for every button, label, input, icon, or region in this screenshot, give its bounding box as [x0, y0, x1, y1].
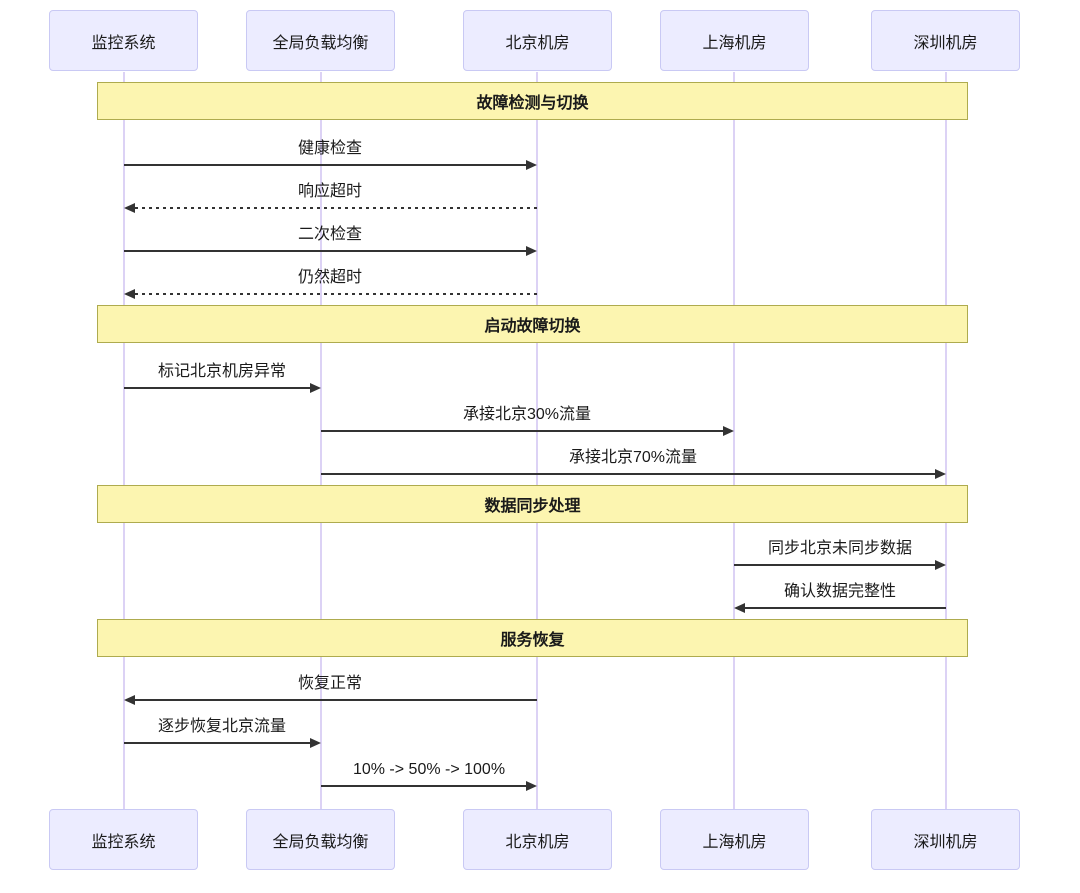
arrowhead-right-icon — [310, 383, 321, 393]
message-label: 恢复正常 — [297, 675, 363, 692]
arrowhead-right-icon — [526, 160, 537, 170]
section-service-recovery: 服务恢复 — [97, 619, 968, 657]
lifeline-beijing-dc — [536, 72, 538, 809]
message-label: 健康检查 — [297, 140, 363, 157]
section-start-failover: 启动故障切换 — [97, 305, 968, 343]
arrowhead-right-icon — [935, 469, 946, 479]
message-label: 二次检查 — [297, 226, 363, 243]
message-label: 承接北京30%流量 — [462, 406, 592, 423]
actor-beijing-dc-bottom: 北京机房 — [463, 809, 612, 870]
message-line — [745, 607, 946, 609]
message-line — [321, 785, 526, 787]
message-label: 确认数据完整性 — [783, 583, 897, 600]
lifeline-global-load-balancer — [320, 72, 322, 809]
arrowhead-right-icon — [723, 426, 734, 436]
actor-beijing-dc-top: 北京机房 — [463, 10, 612, 71]
arrowhead-right-icon — [526, 246, 537, 256]
message-label: 承接北京70%流量 — [568, 449, 698, 466]
arrowhead-right-icon — [935, 560, 946, 570]
actor-shanghai-dc-top: 上海机房 — [660, 10, 809, 71]
message-line — [135, 207, 537, 209]
message-label: 同步北京未同步数据 — [767, 540, 913, 557]
message-line — [124, 387, 310, 389]
message-line — [321, 430, 723, 432]
message-line — [321, 473, 935, 475]
arrowhead-left-icon — [734, 603, 745, 613]
actor-shenzhen-dc-top: 深圳机房 — [871, 10, 1020, 71]
message-line — [135, 699, 537, 701]
arrowhead-left-icon — [124, 289, 135, 299]
message-label: 仍然超时 — [297, 269, 363, 286]
actor-shenzhen-dc-bottom: 深圳机房 — [871, 809, 1020, 870]
actor-monitoring-system-top: 监控系统 — [49, 10, 198, 71]
section-data-sync: 数据同步处理 — [97, 485, 968, 523]
message-label: 响应超时 — [297, 183, 363, 200]
lifeline-shanghai-dc — [733, 72, 735, 809]
actor-global-load-balancer-bottom: 全局负载均衡 — [246, 809, 395, 870]
actor-global-load-balancer-top: 全局负载均衡 — [246, 10, 395, 71]
message-line — [124, 742, 310, 744]
message-label: 逐步恢复北京流量 — [157, 718, 287, 735]
message-label: 标记北京机房异常 — [157, 363, 287, 380]
message-label: 10% -> 50% -> 100% — [352, 761, 506, 778]
arrowhead-right-icon — [310, 738, 321, 748]
arrowhead-right-icon — [526, 781, 537, 791]
arrowhead-left-icon — [124, 203, 135, 213]
lifeline-shenzhen-dc — [945, 72, 947, 809]
lifeline-monitoring-system — [123, 72, 125, 809]
message-line — [124, 250, 526, 252]
message-line — [124, 164, 526, 166]
message-line — [135, 293, 537, 295]
message-line — [734, 564, 935, 566]
actor-monitoring-system-bottom: 监控系统 — [49, 809, 198, 870]
arrowhead-left-icon — [124, 695, 135, 705]
actor-shanghai-dc-bottom: 上海机房 — [660, 809, 809, 870]
section-fault-detection: 故障检测与切换 — [97, 82, 968, 120]
